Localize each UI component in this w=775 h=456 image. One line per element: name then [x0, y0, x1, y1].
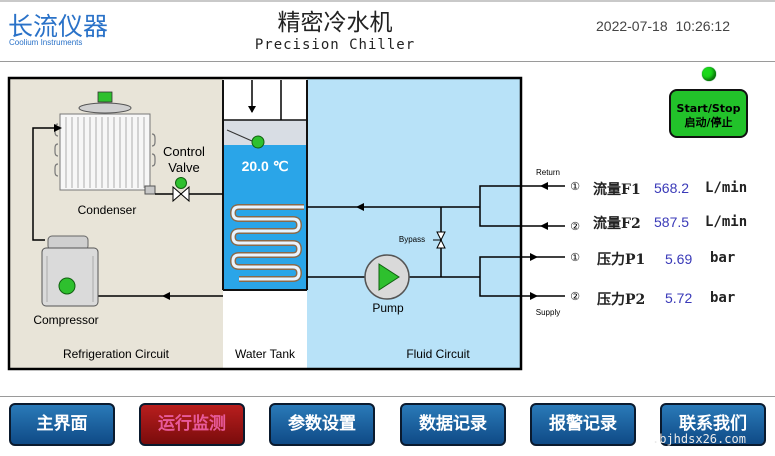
reading-value-f1: 568.2 — [654, 180, 690, 196]
logo-chinese: 长流仪器 — [8, 12, 109, 41]
fluid-circuit-area — [307, 78, 521, 369]
f1-port-number: ① — [570, 180, 580, 193]
start-stop-label-cn: 启动/停止 — [684, 116, 733, 129]
control-valve-label-line2: Valve — [168, 160, 200, 175]
compressor-label: Compressor — [33, 313, 98, 327]
control-valve-label-line1: Control — [163, 144, 205, 159]
refrigeration-circuit-label: Refrigeration Circuit — [63, 347, 170, 361]
nav-parameters-button[interactable]: 参数设置 — [269, 403, 375, 446]
tank-temperature: 20.0 ℃ — [242, 158, 289, 174]
bypass-label: Bypass — [399, 235, 425, 244]
pump — [364, 254, 410, 300]
reading-value-p1: 5.69 — [665, 251, 693, 267]
page-subtitle: Precision Chiller — [254, 37, 416, 53]
return-label: Return — [536, 168, 560, 177]
reading-name-p2: 压力P2 — [597, 292, 646, 308]
reading-unit-p2: bar — [710, 290, 736, 306]
p1-port-number: ① — [570, 251, 580, 264]
condenser — [54, 91, 156, 195]
f2-port-number: ② — [570, 220, 580, 233]
start-stop-label-en: Start/Stop — [676, 102, 741, 115]
nav-main-button[interactable]: 主界面 — [9, 403, 115, 446]
nav-data-log-button[interactable]: 数据记录 — [400, 403, 506, 446]
bypass-valve — [433, 231, 446, 249]
reading-name-f1: 流量F1 — [593, 182, 641, 198]
datetime-display: 2022-07-18 10:26:12 — [596, 18, 730, 34]
compressor — [41, 235, 99, 307]
reading-unit-f1: L/min — [705, 180, 748, 196]
footer-divider — [0, 396, 775, 397]
logo-english: Coolium Instruments — [9, 38, 83, 47]
supply-label: Supply — [536, 308, 560, 317]
top-border — [0, 0, 775, 2]
level-float-indicator — [251, 135, 265, 149]
diagram-frame — [7, 76, 523, 371]
water-tank-label: Water Tank — [235, 347, 296, 361]
reading-name-f2: 流量F2 — [593, 216, 641, 232]
nav-alarm-log-button[interactable]: 报警记录 — [530, 403, 636, 446]
reading-name-p1: 压力P1 — [597, 252, 646, 268]
process-diagram: Control Valve Condenser Compressor Refri… — [7, 76, 580, 371]
page-title: 精密冷水机 — [277, 10, 393, 36]
water-tank — [222, 80, 308, 291]
reading-unit-p1: bar — [710, 250, 736, 266]
condenser-label: Condenser — [78, 203, 137, 217]
start-stop-button[interactable]: Start/Stop 启动/停止 — [669, 89, 748, 138]
control-valve — [172, 177, 190, 203]
watermark-text: .bjhdsx26.com — [652, 432, 746, 446]
header-divider — [0, 61, 775, 62]
reading-value-f2: 587.5 — [654, 214, 690, 230]
p2-port-number: ② — [570, 290, 580, 303]
run-status-indicator — [702, 67, 716, 81]
fluid-circuit-label: Fluid Circuit — [406, 347, 470, 361]
reading-unit-f2: L/min — [705, 214, 748, 230]
nav-contact-button[interactable]: 联系我们 — [660, 403, 766, 446]
pump-label: Pump — [372, 301, 404, 315]
nav-monitoring-button[interactable]: 运行监测 — [139, 403, 245, 446]
reading-value-p2: 5.72 — [665, 290, 693, 306]
